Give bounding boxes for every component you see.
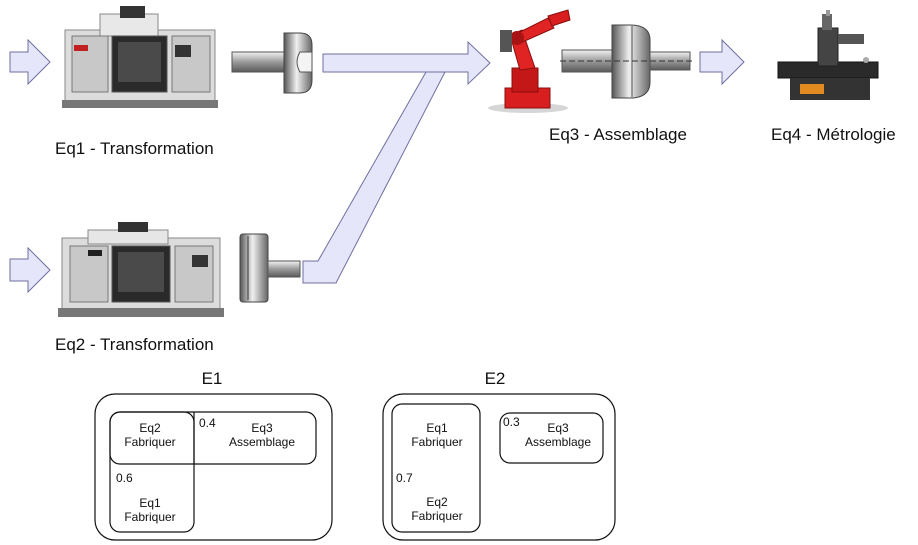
e2-eq1-label: Eq1 [426, 421, 448, 435]
cnc-machine-eq1-image [62, 6, 218, 108]
eq3-label: Eq3 - Assemblage [549, 125, 687, 144]
e2-tall-box [391, 403, 481, 533]
e1-prob-eq1: 0.6 [116, 471, 133, 485]
eq4-label: Eq4 - Métrologie [771, 125, 896, 144]
e2-eq1-action: Fabriquer [411, 435, 462, 449]
state-e1: E1 Eq2 Fabriquer 0.4 Eq3 Assemblage 0.6 … [94, 369, 333, 541]
e2-outer-box [382, 393, 616, 541]
flow-arrow-eq3-to-eq4 [699, 38, 745, 86]
eq1-label: Eq1 - Transformation [55, 139, 214, 158]
state-e2: E2 Eq1 Fabriquer 0.7 Eq2 Fabriquer 0.3 E… [382, 369, 616, 541]
part-eq1-image [231, 32, 313, 94]
eq2-label: Eq2 - Transformation [55, 335, 214, 354]
e2-eq3-action: Assemblage [525, 435, 591, 449]
e2-prob-eq2: 0.7 [396, 471, 413, 485]
robot-eq3-image [488, 9, 571, 113]
assembled-part-image [560, 24, 695, 99]
metrology-machine-eq4-image [777, 10, 879, 100]
input-arrow-eq2 [9, 246, 51, 294]
e2-eq2-action: Fabriquer [411, 509, 462, 523]
e2-eq3-label: Eq3 [547, 421, 569, 435]
input-arrow-eq1 [9, 38, 51, 86]
e1-outer-box [94, 393, 333, 541]
e2-eq2-label: Eq2 [426, 495, 448, 509]
flow-arrow-eq2-to-eq3 [302, 71, 446, 284]
e1-eq2-action: Fabriquer [124, 435, 175, 449]
e2-title: E2 [485, 369, 506, 388]
e1-eq2-label: Eq2 [139, 421, 161, 435]
e1-eq1-label: Eq1 [139, 496, 161, 510]
e2-small-box [499, 412, 604, 464]
e1-prob-eq3: 0.4 [199, 416, 216, 430]
e1-eq1-action: Fabriquer [124, 510, 175, 524]
e2-prob-eq3: 0.3 [503, 415, 520, 429]
e1-eq3-action: Assemblage [229, 435, 295, 449]
e1-tall-box [109, 411, 195, 533]
e1-eq3-label: Eq3 [251, 421, 273, 435]
flow-arrow-eq1-to-eq3 [322, 40, 491, 86]
e1-title: E1 [202, 369, 223, 388]
cnc-machine-eq2-image [58, 222, 224, 317]
part-eq2-image [239, 233, 301, 303]
